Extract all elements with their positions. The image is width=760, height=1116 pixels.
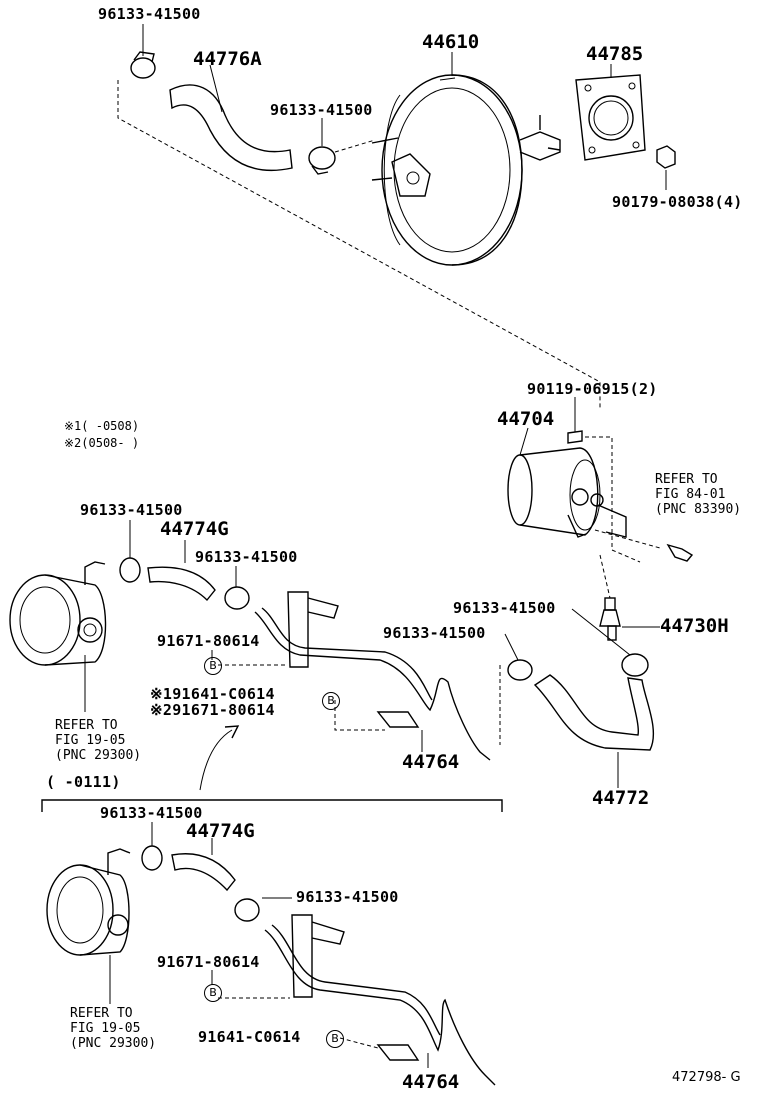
label-clamp-a-2[interactable]: 96133-41500: [195, 548, 298, 566]
marker-b-4: B: [326, 1030, 344, 1048]
label-clip-3[interactable]: 91641-C0614: [198, 1028, 301, 1046]
upper-pump-drawing: [9, 561, 107, 666]
leader-lines: [84, 24, 667, 1068]
marker-b-1: B: [204, 657, 222, 675]
label-clamp-booster[interactable]: 96133-41500: [270, 101, 373, 119]
hose-44774G-1-drawing: [147, 566, 216, 602]
label-clamp-c-2[interactable]: 96133-41500: [296, 888, 399, 906]
clamp-b-1-drawing: [507, 659, 533, 681]
nut-drawing: [656, 145, 676, 169]
label-gasket-44785[interactable]: 44785: [586, 43, 644, 65]
label-refer-19-05-1[interactable]: REFER TO FIG 19-05 (PNC 29300): [55, 718, 142, 763]
label-clip-1[interactable]: 91671-80614: [157, 632, 260, 650]
label-clip-s1[interactable]: ※191641-C0614: [150, 685, 275, 703]
label-clamp-b-2[interactable]: 96133-41500: [453, 599, 556, 617]
pipe-44764-1-drawing: [254, 591, 491, 761]
label-refer-19-05-2[interactable]: REFER TO FIG 19-05 (PNC 29300): [70, 1006, 157, 1051]
pipe-44764-2-drawing: [264, 914, 496, 1086]
range-note: ( -0111): [46, 773, 121, 791]
hose-44772-drawing: [533, 674, 655, 751]
hose-44774G-2-drawing: [171, 853, 236, 892]
label-pump-44704[interactable]: 44704: [497, 408, 555, 430]
clamp-booster-drawing: [308, 146, 336, 175]
note-1: ※1( -0508): [64, 419, 140, 433]
label-pipe-44764-2[interactable]: 44764: [402, 1071, 460, 1093]
label-valve-44730H[interactable]: 44730H: [660, 615, 729, 637]
figure-id: 472798- G: [672, 1070, 741, 1085]
clamp-a-2-drawing: [224, 586, 250, 610]
range-bracket: [41, 799, 503, 812]
marker-b-3: B: [204, 984, 222, 1002]
clamp-a-1-drawing: [119, 557, 141, 583]
label-pipe-44764-1[interactable]: 44764: [402, 751, 460, 773]
label-clamp-a-1[interactable]: 96133-41500: [80, 501, 183, 519]
label-nut[interactable]: 90179-08038(4): [612, 193, 743, 211]
label-hose-44772[interactable]: 44772: [592, 787, 650, 809]
clamp-top-left-drawing: [130, 51, 156, 79]
label-bolt[interactable]: 90119-06915(2): [527, 380, 658, 398]
label-booster-44610[interactable]: 44610: [422, 31, 480, 53]
check-valve-drawing: [599, 597, 621, 641]
clamp-c-2-drawing: [234, 898, 260, 922]
brake-booster-drawing: [371, 74, 561, 266]
label-hose-44774G-2[interactable]: 44774G: [186, 820, 255, 842]
note-2: ※2(0508- ): [64, 436, 140, 450]
marker-b-2: B: [322, 692, 340, 710]
lower-pump-drawing: [46, 848, 131, 956]
label-clip-s2[interactable]: ※291671-80614: [150, 701, 275, 719]
label-clamp-b-1[interactable]: 96133-41500: [383, 624, 486, 642]
pump-sensor-drawing: [666, 543, 694, 562]
clamp-c-1-drawing: [141, 845, 163, 871]
gasket-drawing: [575, 74, 646, 161]
detail-arrow: [199, 729, 233, 791]
label-clamp-c-1[interactable]: 96133-41500: [100, 804, 203, 822]
label-hose-44774G-1[interactable]: 44774G: [160, 518, 229, 540]
label-clamp-top-left[interactable]: 96133-41500: [98, 5, 201, 23]
label-clip-2[interactable]: 91671-80614: [157, 953, 260, 971]
leader-dashed-long: [117, 80, 601, 410]
label-refer-84-01[interactable]: REFER TO FIG 84-01 (PNC 83390): [655, 472, 742, 517]
hose-44776A-drawing: [169, 84, 293, 172]
vacuum-pump-drawing: [507, 430, 627, 538]
label-hose-44776A[interactable]: 44776A: [193, 48, 262, 70]
clamp-b-2-drawing: [621, 653, 649, 677]
